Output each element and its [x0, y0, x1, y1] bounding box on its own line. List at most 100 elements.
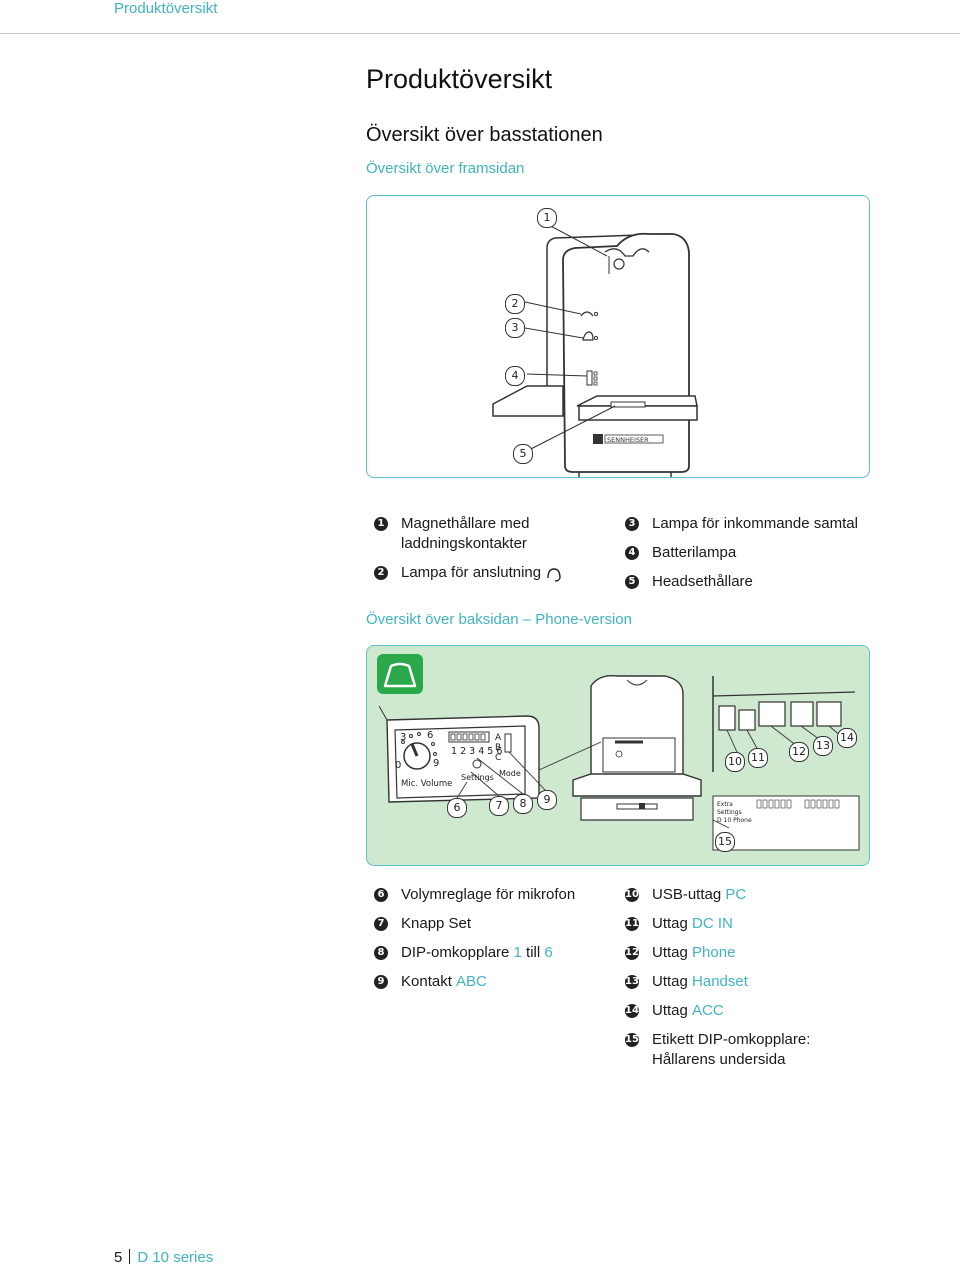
legend-item-5: 5 Headsethållare: [625, 572, 753, 592]
brand-logo-text: SENNHEISER: [607, 436, 649, 444]
legend-number: 1: [374, 517, 388, 531]
callout-2: 2: [505, 294, 525, 314]
legend-item-2: 2 Lampa för anslutning: [374, 563, 563, 583]
callout-14: 14: [837, 728, 857, 748]
base-station-back-drawing: 3 6 0 9 1 2 3 4 5 6 A B C Mic. Volume Se…: [377, 654, 860, 851]
legend-number: 3: [625, 517, 639, 531]
legend-number: 4: [625, 546, 639, 560]
legend-item-13: 13 Uttag Handset: [625, 972, 748, 992]
legend-text: DIP-omkopplare: [401, 944, 514, 961]
legend-highlight: Phone: [692, 944, 736, 961]
mode-letter-a: A: [495, 733, 502, 743]
callout-15: 15: [715, 832, 735, 852]
legend-text: Uttag: [652, 973, 693, 990]
legend-text: Uttag: [652, 915, 693, 932]
callout-8: 8: [513, 794, 533, 814]
legend-text-mid: till: [521, 944, 545, 961]
callout-13: 13: [813, 736, 833, 756]
legend-number: 8: [374, 946, 388, 960]
legend-text-line2: Hållarens undersida: [652, 1051, 786, 1068]
running-header-title: Produktöversikt: [114, 0, 218, 17]
legend-item-6: 6 Volymreglage för mikrofon: [374, 885, 575, 905]
callout-4: 4: [505, 366, 525, 386]
legend-number: 2: [374, 566, 388, 580]
legend-highlight: 6: [544, 944, 553, 961]
dial-mark-3: 3: [400, 732, 406, 743]
dip-numbers: 1 2 3 4 5 6: [451, 746, 502, 757]
base-station-front-drawing: SENNHEISER: [492, 223, 698, 477]
legend-highlight: Handset: [692, 973, 748, 990]
back-illustration: 3 6 0 9 1 2 3 4 5 6 A B C Mic. Volume Se…: [366, 645, 870, 866]
front-illustration: SENNHEISER 1 2 3 4 5: [366, 195, 870, 478]
legend-item-3: 3 Lampa för inkommande samtal: [625, 514, 858, 534]
footer-divider: [129, 1249, 131, 1264]
legend-text: Knapp Set: [401, 915, 472, 932]
label-mic-volume: Mic. Volume: [401, 779, 452, 789]
legend-number: 11: [625, 917, 639, 931]
dial-mark-9: 9: [433, 758, 439, 769]
phone-icon: [377, 654, 423, 694]
legend-number: 13: [625, 975, 639, 989]
legend-number: 12: [625, 946, 639, 960]
legend-text: Lampa för anslutning: [401, 564, 542, 581]
label-extra: Extra: [717, 801, 733, 808]
legend-item-4: 4 Batterilampa: [625, 543, 736, 563]
page-footer: 5 D 10 series: [114, 1249, 213, 1266]
callout-10: 10: [725, 752, 745, 772]
dial-mark-6: 6: [427, 730, 433, 741]
front-subtitle: Översikt över framsidan: [366, 160, 525, 177]
legend-highlight: PC: [725, 886, 747, 903]
legend-highlight: 1: [513, 944, 522, 961]
legend-text: Volymreglage för mikrofon: [401, 886, 576, 903]
legend-text: Uttag: [652, 1002, 693, 1019]
legend-item-12: 12 Uttag Phone: [625, 943, 735, 963]
headset-icon: [547, 568, 561, 582]
legend-number: 9: [374, 975, 388, 989]
legend-number: 5: [625, 575, 639, 589]
series-name: D 10 series: [137, 1249, 214, 1266]
legend-item-10: 10 USB-uttag PC: [625, 885, 746, 905]
legend-number: 15: [625, 1033, 639, 1047]
legend-number: 14: [625, 1004, 639, 1018]
legend-item-9: 9 Kontakt ABC: [374, 972, 487, 992]
section-title: Översikt över basstationen: [366, 124, 603, 146]
legend-highlight: DC IN: [692, 915, 733, 932]
callout-11: 11: [748, 748, 768, 768]
page-title: Produktöversikt: [366, 64, 553, 94]
page-number: 5: [114, 1249, 123, 1266]
legend-item-1: 1 Magnethållare med laddningskontakter: [374, 514, 529, 554]
legend-text: Headsethållare: [652, 573, 753, 590]
legend-text: Batterilampa: [652, 544, 737, 561]
label-mode: Mode: [499, 769, 521, 778]
callout-5: 5: [513, 444, 533, 464]
legend-item-8: 8 DIP-omkopplare 1 till 6: [374, 943, 553, 963]
front-legend: 1 Magnethållare med laddningskontakter 2…: [374, 514, 858, 594]
legend-text: Kontakt: [401, 973, 457, 990]
legend-number: 6: [374, 888, 388, 902]
legend-item-7: 7 Knapp Set: [374, 914, 471, 934]
back-subtitle: Översikt över baksidan – Phone-version: [366, 611, 632, 628]
legend-item-14: 14 Uttag ACC: [625, 1001, 724, 1021]
legend-highlight: ACC: [692, 1002, 724, 1019]
legend-highlight: ABC: [456, 973, 487, 990]
callout-7: 7: [489, 796, 509, 816]
callout-6: 6: [447, 798, 467, 818]
legend-item-11: 11 Uttag DC IN: [625, 914, 733, 934]
legend-text: Magnethållare med: [401, 515, 530, 532]
legend-text: Uttag: [652, 944, 693, 961]
legend-item-15: 15 Etikett DIP-omkopplare: Hållarens und…: [625, 1030, 810, 1070]
callout-12: 12: [789, 742, 809, 762]
dial-mark-0: 0: [395, 760, 401, 771]
label-model: D 10 Phone: [717, 817, 752, 824]
back-legend: 6 Volymreglage för mikrofon 7 Knapp Set …: [374, 885, 854, 1075]
mode-letter-c: C: [495, 753, 501, 763]
callout-1: 1: [537, 208, 557, 228]
legend-number: 10: [625, 888, 639, 902]
legend-text: USB-uttag: [652, 886, 726, 903]
running-header: Produktöversikt: [0, 0, 960, 34]
legend-text-line2: laddningskontakter: [401, 535, 527, 552]
legend-text: Lampa för inkommande samtal: [652, 515, 858, 532]
label-settings-small: Settings: [717, 809, 742, 816]
callout-9: 9: [537, 790, 557, 810]
mode-letter-b: B: [495, 743, 501, 753]
